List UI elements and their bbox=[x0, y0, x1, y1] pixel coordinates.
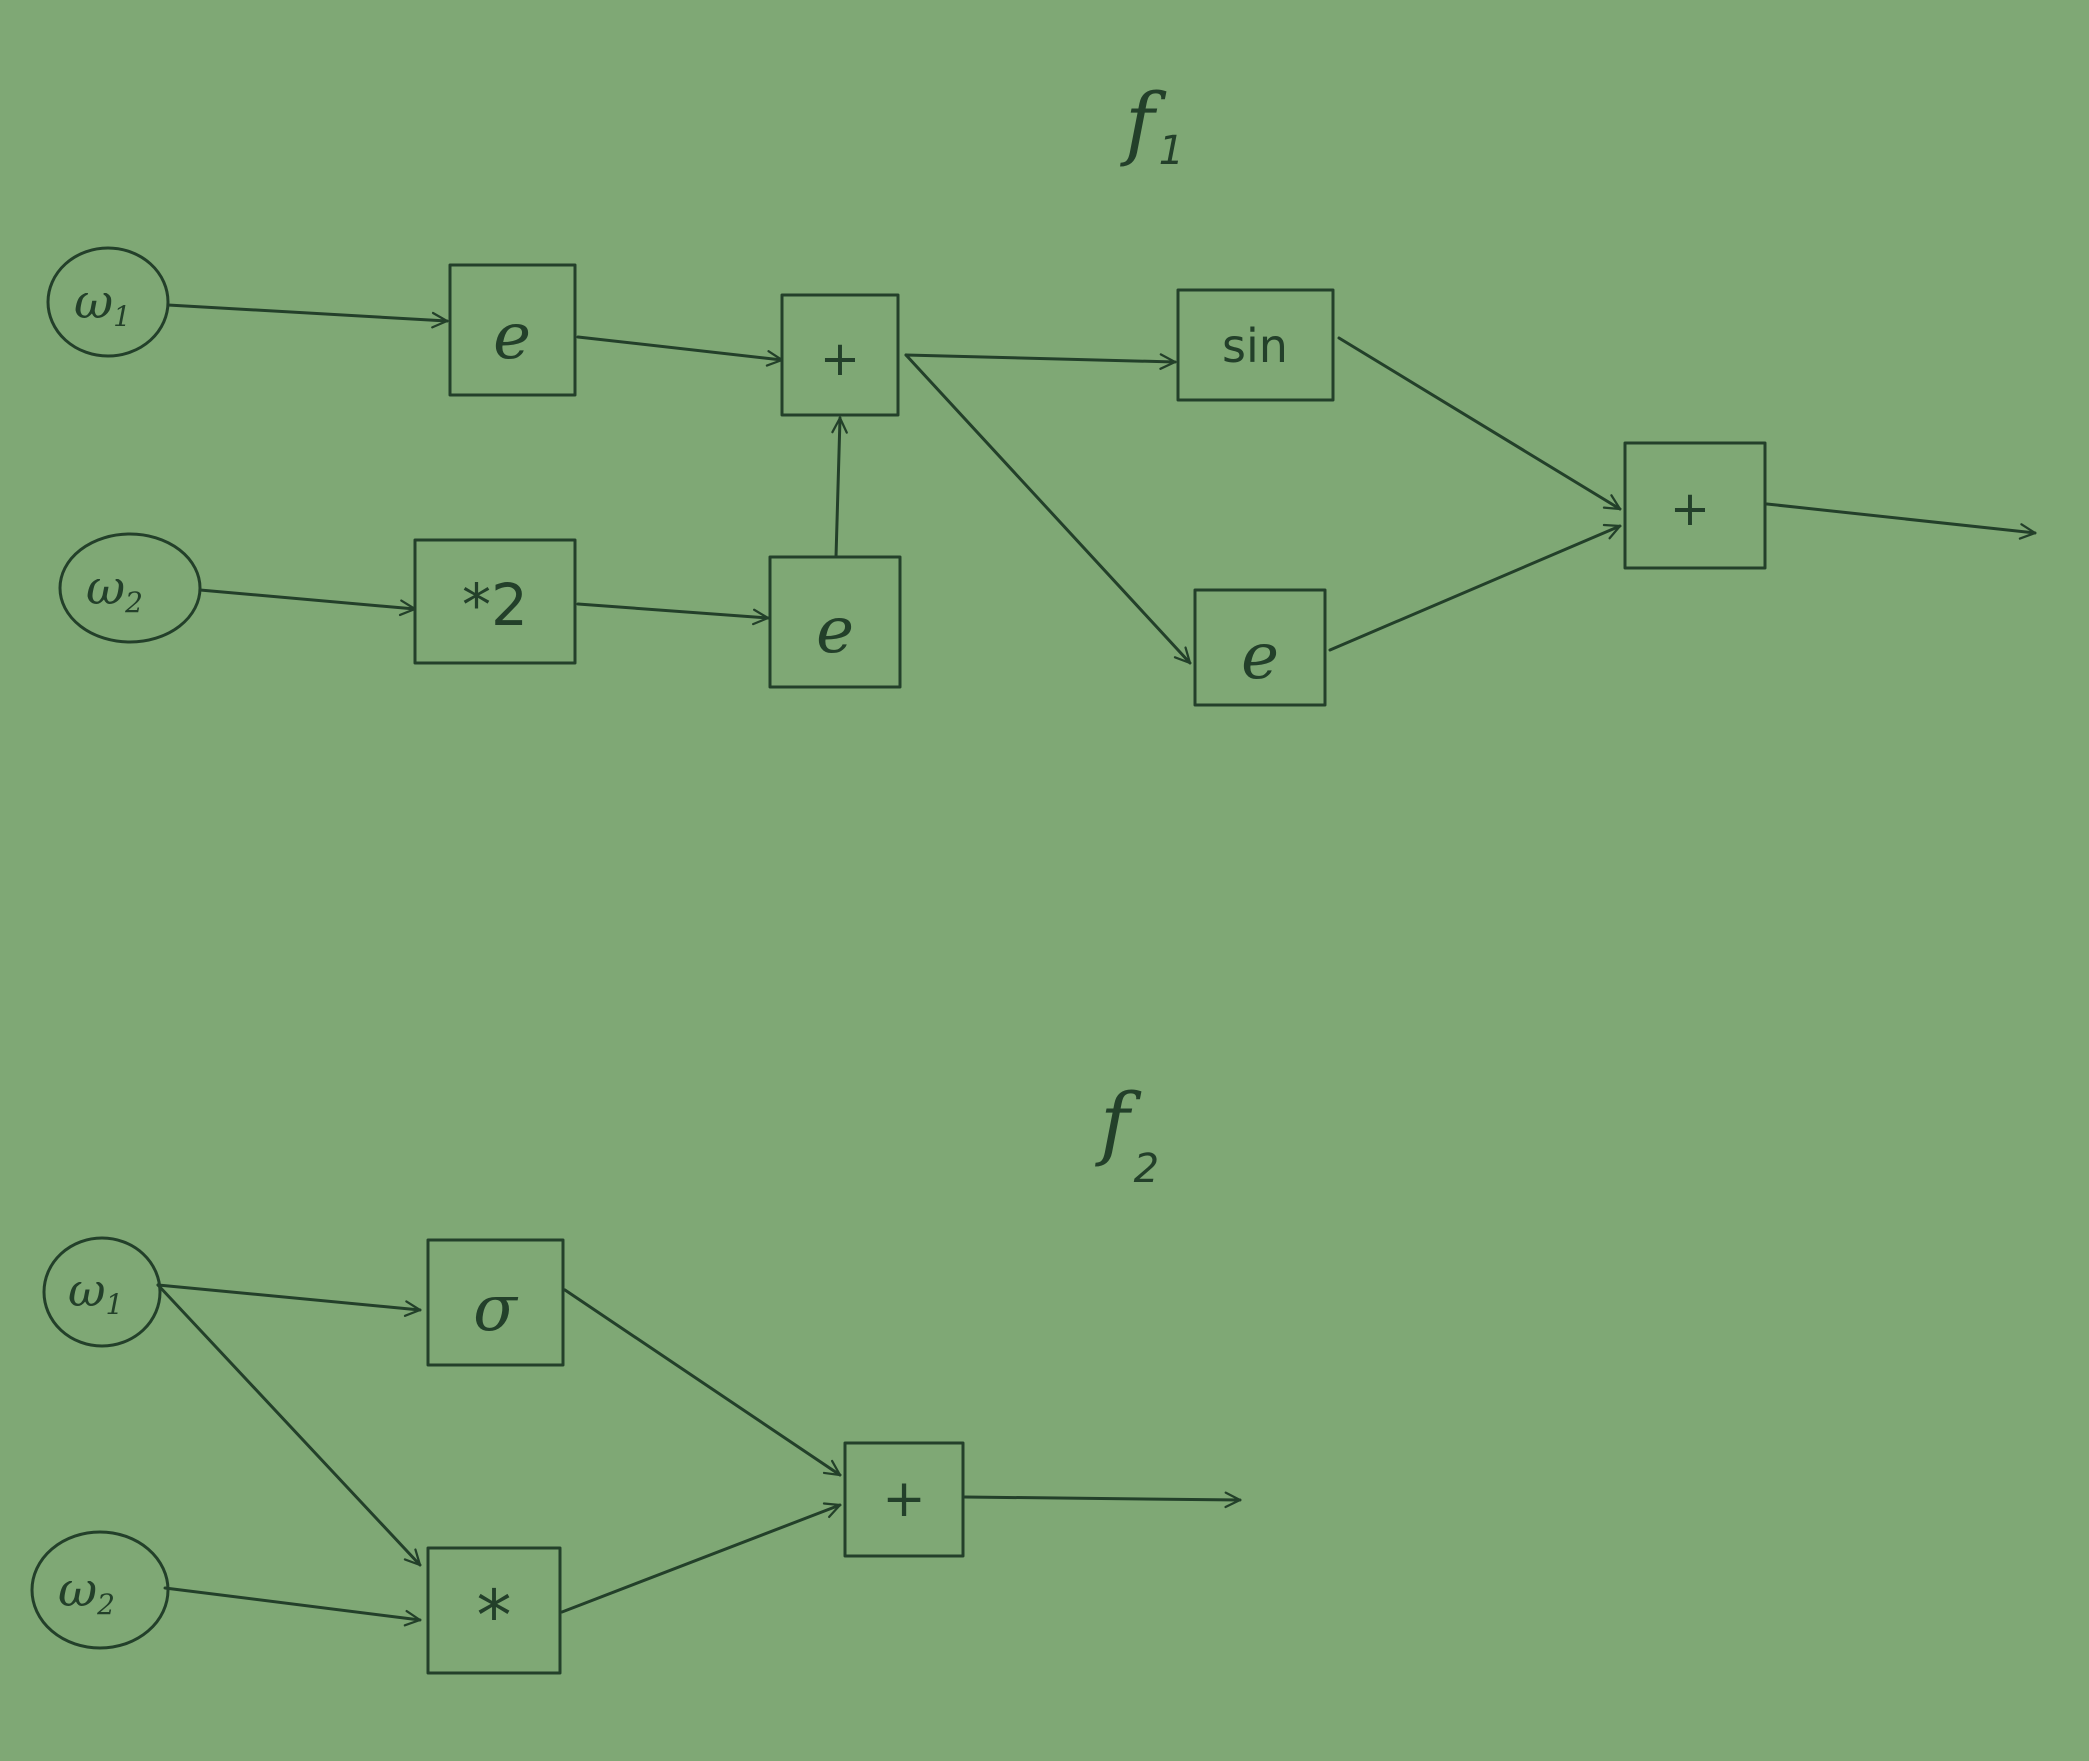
f1-op-exp-mul2: e bbox=[768, 555, 902, 689]
edge-w1-to-sigma bbox=[156, 1283, 422, 1317]
op-label: + bbox=[1670, 481, 1710, 537]
op-label: e bbox=[816, 594, 854, 668]
op-label: + bbox=[882, 1469, 926, 1529]
op-box bbox=[426, 1238, 565, 1367]
input-node-label: ω1 bbox=[74, 274, 131, 333]
op-label: e bbox=[493, 300, 531, 374]
f1-input-w1: ω1 bbox=[46, 246, 170, 358]
edge-exp-to-add-vertical bbox=[831, 416, 848, 559]
edge-sigma-to-add bbox=[563, 1288, 842, 1477]
input-node-circle bbox=[42, 1236, 162, 1348]
edge-add-to-exp bbox=[904, 353, 1192, 665]
op-box bbox=[426, 1546, 562, 1675]
op-label: σ bbox=[473, 1272, 519, 1346]
edge-w1-to-mul bbox=[156, 1283, 422, 1567]
op-box bbox=[448, 263, 577, 397]
f2-edges bbox=[156, 1283, 1242, 1627]
f2-op-mul: * bbox=[426, 1546, 562, 1675]
edge-w2-to-mul bbox=[163, 1586, 422, 1627]
f2-op-sigma: σ bbox=[426, 1238, 565, 1367]
input-node-circle bbox=[46, 246, 170, 358]
op-box bbox=[1176, 288, 1335, 402]
edge-exp-to-add bbox=[576, 335, 784, 367]
op-box bbox=[1193, 588, 1327, 707]
op-label: *2 bbox=[462, 571, 528, 639]
op-label: + bbox=[820, 331, 860, 387]
f2-output-arrow bbox=[963, 1491, 1242, 1509]
op-label: sin bbox=[1222, 319, 1288, 373]
op-box bbox=[843, 1441, 965, 1558]
edge-add-to-sin bbox=[904, 353, 1177, 370]
f1-op-sin: sin bbox=[1176, 288, 1335, 402]
input-node-label: ω2 bbox=[86, 560, 143, 619]
f2-input-w2: ω2 bbox=[30, 1530, 170, 1650]
input-node-circle bbox=[30, 1530, 170, 1650]
f1-op-exp-sum: e bbox=[1193, 588, 1327, 707]
f2-input-w1: ω1 bbox=[42, 1236, 162, 1348]
edge-w2-to-mul2 bbox=[198, 588, 417, 617]
f1-op-add-out: + bbox=[1623, 441, 1767, 570]
op-box bbox=[780, 293, 900, 417]
op-box bbox=[413, 538, 577, 665]
edge-mul-to-add bbox=[560, 1502, 842, 1614]
op-label: e bbox=[1241, 620, 1279, 694]
f1-op-add-inner: + bbox=[780, 293, 900, 417]
f2-op-add: + bbox=[843, 1441, 965, 1558]
input-node-label: ω2 bbox=[58, 1562, 115, 1621]
input-node-circle bbox=[58, 532, 202, 644]
f1-output-arrow bbox=[1765, 502, 2037, 540]
op-box bbox=[768, 555, 902, 689]
edge-w1-to-exp bbox=[166, 303, 449, 329]
edge-sin-to-add bbox=[1337, 336, 1622, 511]
edge-exp-to-add-out bbox=[1328, 523, 1622, 652]
f1-op-exp-w1: e bbox=[448, 263, 577, 397]
f1-edges bbox=[166, 303, 2037, 665]
f1-op-mul2: *2 bbox=[413, 538, 577, 665]
op-label: * bbox=[477, 1575, 512, 1657]
edge-mul2-to-exp bbox=[576, 602, 770, 626]
op-box bbox=[1623, 441, 1767, 570]
f1-input-w2: ω2 bbox=[58, 532, 202, 644]
input-node-label: ω1 bbox=[68, 1263, 123, 1321]
